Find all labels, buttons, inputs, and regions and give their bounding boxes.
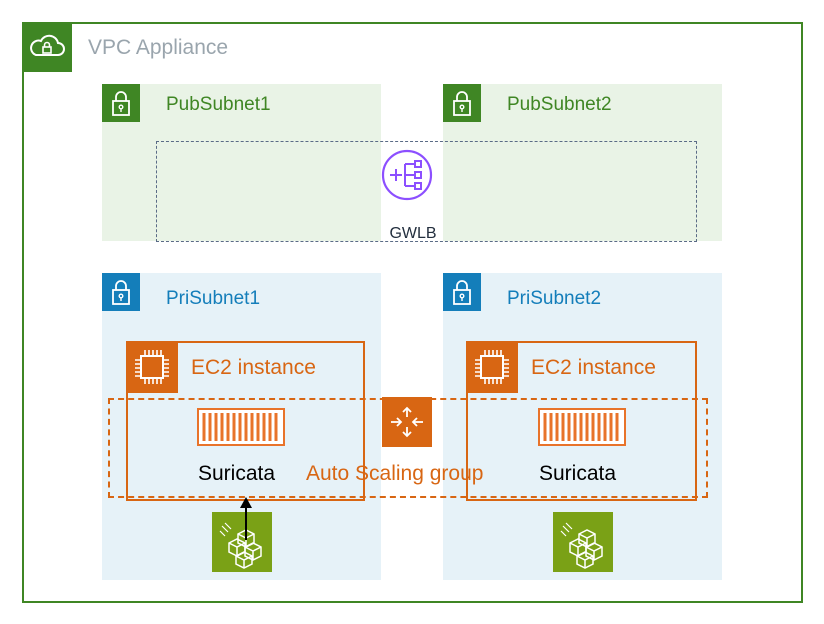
vpc-title: VPC Appliance (88, 36, 229, 59)
ec2-instance-chip-icon (126, 341, 178, 393)
private-subnet-lock-icon (443, 273, 481, 311)
install-arrow (236, 496, 256, 540)
public-subnet-1-title: PubSubnet1 (166, 94, 271, 115)
vpc-container (22, 22, 803, 603)
auto-scaling-icon (382, 397, 432, 447)
suricata-container-icon (197, 408, 285, 446)
bundle-package-icon (553, 512, 613, 572)
suricata-label: Suricata (539, 462, 617, 485)
private-subnet-2-title: PriSubnet2 (507, 288, 602, 309)
public-subnet-2 (443, 84, 722, 241)
vpc-cloud-lock-icon (22, 22, 72, 72)
gwlb-label: GWLB (389, 225, 437, 242)
ec2-instance-2-title: EC2 instance (531, 356, 656, 379)
ec2-instance-chip-icon (466, 341, 518, 393)
gwlb-group-boundary (156, 141, 697, 242)
suricata-container-icon (538, 408, 626, 446)
ec2-instance-2-group (466, 341, 697, 501)
gateway-load-balancer-icon[interactable] (380, 148, 434, 202)
public-subnet-2-title: PubSubnet2 (507, 94, 612, 115)
ec2-instance-1-title: EC2 instance (191, 356, 316, 379)
public-subnet-lock-icon (443, 84, 481, 122)
auto-scaling-group-label: Auto Scaling group (306, 462, 484, 485)
public-subnet-1 (102, 84, 381, 241)
suricata-label: Suricata (198, 462, 276, 485)
public-subnet-lock-icon (102, 84, 140, 122)
private-subnet-lock-icon (102, 273, 140, 311)
private-subnet-1-title: PriSubnet1 (166, 288, 261, 309)
bundle-package-icon (212, 512, 272, 572)
